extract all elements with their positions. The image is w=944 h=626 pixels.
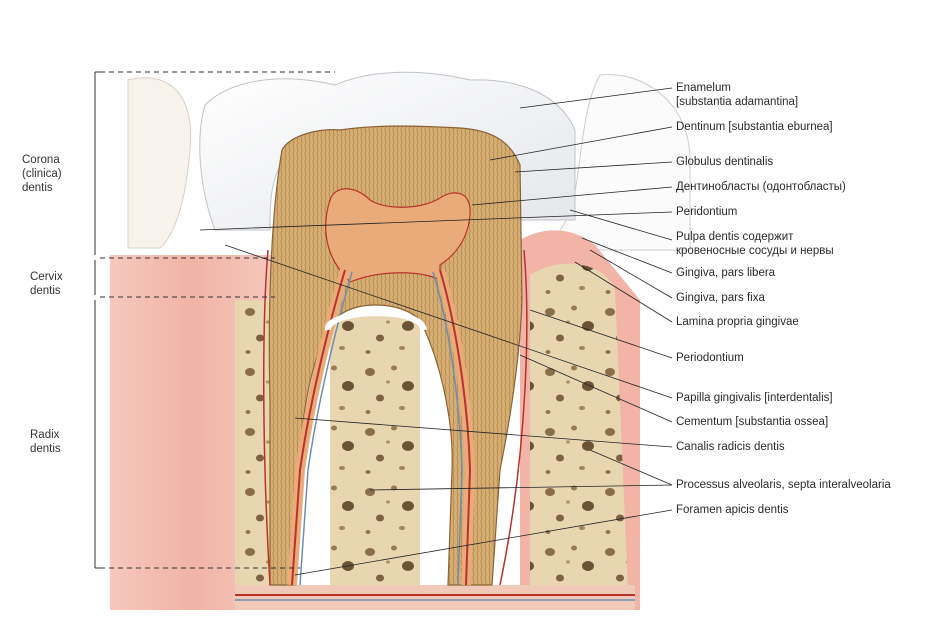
region-label-radix: Radix dentis bbox=[30, 428, 61, 456]
label-globulus-dentinalis: Globulus dentinalis bbox=[676, 155, 773, 169]
label-lamina-propria: Lamina propria gingivae bbox=[676, 315, 799, 329]
label-dentinum: Dentinum [substantia eburnea] bbox=[676, 120, 833, 134]
label-papilla-gingivalis: Papilla gingivalis [interdentalis] bbox=[676, 391, 833, 405]
label-foramen-apicis: Foramen apicis dentis bbox=[676, 503, 789, 517]
label-cementum: Cementum [substantia ossea] bbox=[676, 415, 828, 429]
label-processus-alveolaris: Processus alveolaris, septa interalveola… bbox=[676, 478, 891, 492]
label-enamelum: Enamelum [substantia adamantina] bbox=[676, 81, 798, 109]
region-brackets bbox=[95, 72, 100, 568]
alveolar-bone-right bbox=[530, 264, 628, 590]
label-gingiva-pars-libera: Gingiva, pars libera bbox=[676, 266, 775, 280]
neighbor-tooth-left bbox=[128, 78, 191, 248]
base-tissue bbox=[235, 585, 635, 610]
label-canalis-radicis: Canalis radicis dentis bbox=[676, 440, 785, 454]
label-odontoblasts: Дентинобласты (одонтобласты) bbox=[676, 180, 846, 194]
alveolar-bone-center bbox=[330, 311, 420, 590]
label-pulpa-dentis: Pulpa dentis содержит кровеносные сосуды… bbox=[676, 230, 834, 258]
label-peridontium: Peridontium bbox=[676, 205, 737, 219]
label-gingiva-pars-fixa: Gingiva, pars fixa bbox=[676, 291, 765, 305]
region-label-corona: Corona (clinica) dentis bbox=[22, 153, 62, 195]
region-label-cervix: Cervix dentis bbox=[30, 270, 63, 298]
label-periodontium: Periodontium bbox=[676, 351, 744, 365]
